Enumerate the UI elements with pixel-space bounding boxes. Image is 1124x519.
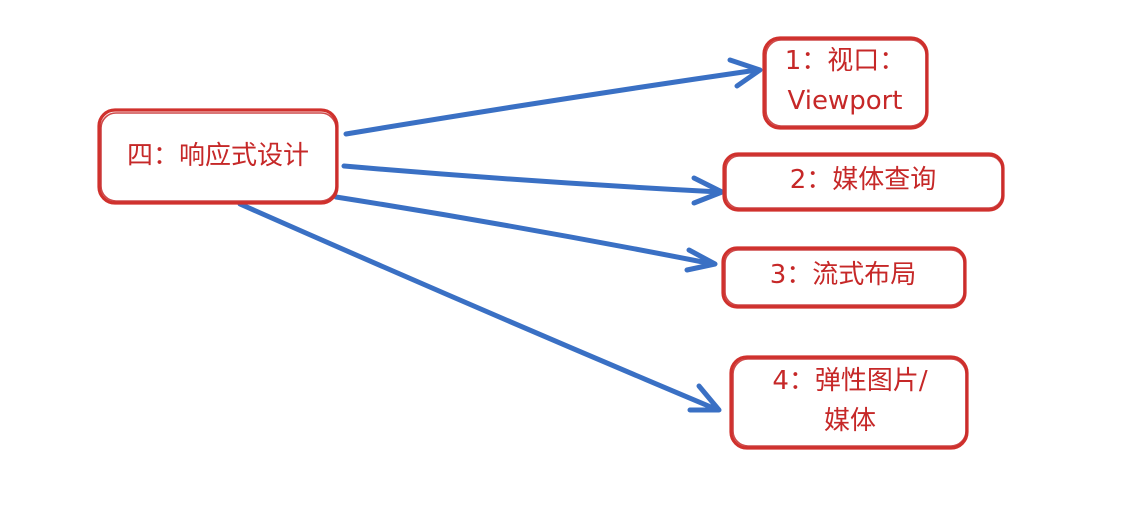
arrowhead: [727, 57, 763, 89]
arrowhead: [687, 383, 722, 413]
edge-root-to-viewport: [343, 57, 763, 137]
child-node-media-query[interactable]: 2：媒体查询: [722, 152, 1005, 212]
edge-line: [237, 201, 721, 413]
child-node-label-line-1: 4：弹性图片/: [772, 366, 928, 396]
edge-root-to-media-query: [341, 163, 725, 206]
child-node-box-stroke: [732, 358, 967, 447]
child-node-box: [722, 152, 1005, 212]
edge-line: [341, 163, 723, 195]
root-node-label: 四：响应式设计: [127, 141, 309, 171]
edge-root-to-fluid-layout: [333, 194, 718, 273]
child-node-box-stroke: [765, 39, 927, 127]
child-node-viewport[interactable]: 1：视口： Viewport: [762, 36, 929, 130]
root-node-box-stroke: [100, 112, 337, 202]
edge-line: [343, 67, 760, 137]
child-node-box: [762, 36, 929, 130]
child-node-label-line-2: 媒体: [824, 406, 876, 436]
child-node-box: [721, 246, 967, 309]
child-node-label: 2：媒体查询: [790, 165, 937, 195]
edge-line: [333, 194, 716, 267]
arrowhead: [684, 247, 718, 273]
child-node-label-line-1: 1：视口：: [785, 46, 906, 76]
root-node[interactable]: 四：响应式设计: [97, 108, 339, 205]
child-node-box: [729, 355, 969, 450]
child-node-box-stroke: [725, 155, 1003, 209]
edges: [237, 57, 763, 413]
child-node-flexible-images[interactable]: 4：弹性图片/ 媒体: [729, 355, 969, 450]
child-node-fluid-layout[interactable]: 3：流式布局: [721, 246, 967, 309]
child-node-label: 3：流式布局: [770, 260, 917, 290]
arrowhead: [691, 175, 725, 206]
child-node-box-stroke: [724, 249, 965, 306]
child-node-label-line-2: Viewport: [788, 86, 903, 116]
edge-root-to-flexible-images: [237, 201, 722, 413]
root-node-box: [97, 108, 339, 205]
